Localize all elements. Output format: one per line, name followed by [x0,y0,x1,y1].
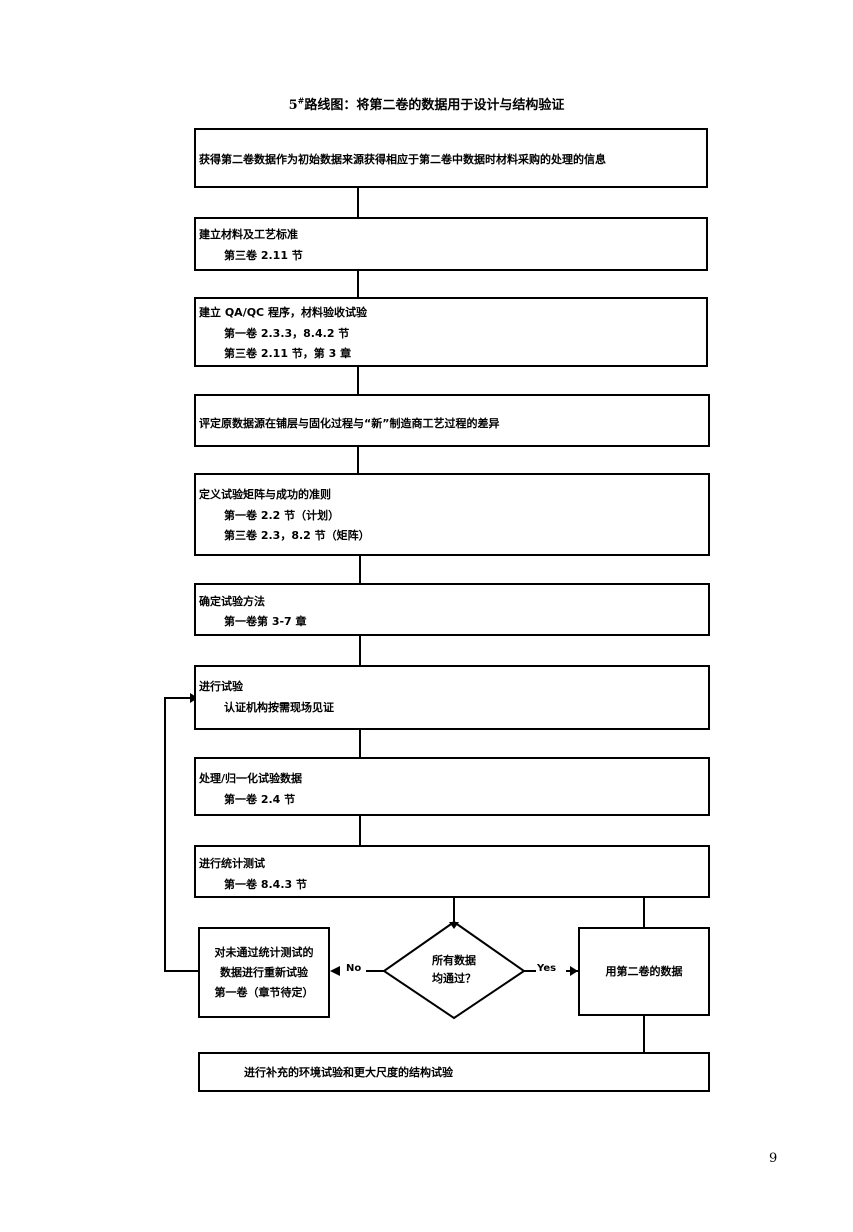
step-process-data: 处理/归一化试验数据 第一卷 2.4 节 [194,757,710,816]
retest-line: 数据进行重新试验 [220,965,308,979]
step-ref: 第三卷 2.11 节 [224,249,303,262]
step-ref: 第一卷 2.4 节 [224,793,296,806]
step-material-standards: 建立材料及工艺标准 第三卷 2.11 节 [194,217,708,271]
page-title: 5#路线图：将第二卷的数据用于设计与结构验证 [0,94,853,113]
page-number: 9 [769,1151,778,1166]
step-evaluate-differences: 评定原数据源在铺层与固化过程与“新”制造商工艺过程的差异 [194,394,710,447]
step-test-methods: 确定试验方法 第一卷第 3-7 章 [194,583,710,636]
title-prefix: 5 [288,98,298,113]
step-text: 处理/归一化试验数据 [199,772,303,785]
step-obtain-data: 获得第二卷数据作为初始数据来源获得相应于第二卷中数据时材料采购的处理的信息 [194,128,708,188]
final-box-text: 进行补充的环境试验和更大尺度的结构试验 [244,1066,453,1079]
step-statistical-tests: 进行统计测试 第一卷 8.4.3 节 [194,845,710,898]
yes-label: Yes [537,963,557,974]
title-text: 路线图：将第二卷的数据用于设计与结构验证 [304,98,565,113]
step-ref: 第一卷 8.4.3 节 [224,878,307,891]
no-label: No [346,963,362,974]
step-text: 评定原数据源在铺层与固化过程与“新”制造商工艺过程的差异 [199,417,500,430]
step-text: 建立材料及工艺标准 [199,228,298,241]
step-test-matrix: 定义试验矩阵与成功的准则 第一卷 2.2 节（计划） 第三卷 2.3，8.2 节… [194,473,710,556]
step-text: 进行统计测试 [199,857,265,870]
step-text: 获得第二卷数据作为初始数据来源获得相应于第二卷中数据时材料采购的处理的信息 [199,153,606,166]
use-volume2-data-box: 用第二卷的数据 [578,927,710,1016]
decision-text: 所有数据 均通过？ [418,952,490,988]
step-ref: 第一卷 2.2 节（计划） [224,509,340,522]
step-text: 定义试验矩阵与成功的准则 [199,488,331,501]
step-ref: 第三卷 2.11 节，第 3 章 [224,347,352,360]
decision-line: 所有数据 [432,954,476,967]
retest-line: 第一卷（章节待定） [214,985,314,999]
step-qa-qc: 建立 QA/QC 程序，材料验收试验 第一卷 2.3.3，8.4.2 节 第三卷… [194,297,708,367]
title-sup: # [297,95,305,106]
step-ref: 第一卷 2.3.3，8.4.2 节 [224,327,350,340]
step-ref: 认证机构按需现场见证 [224,701,334,714]
step-text: 进行试验 [199,680,243,693]
retest-box: 对未通过统计测试的 数据进行重新试验 第一卷（章节待定） [198,927,330,1018]
step-text: 确定试验方法 [199,595,265,608]
step-ref: 第一卷第 3-7 章 [224,615,307,628]
step-conduct-tests: 进行试验 认证机构按需现场见证 [194,665,710,730]
step-ref: 第三卷 2.3，8.2 节（矩阵） [224,529,370,542]
retest-line: 对未通过统计测试的 [214,945,314,959]
final-box: 进行补充的环境试验和更大尺度的结构试验 [198,1052,710,1092]
use-box-text: 用第二卷的数据 [605,964,683,978]
decision-line: 均通过？ [432,972,476,985]
step-text: 建立 QA/QC 程序，材料验收试验 [199,306,367,319]
